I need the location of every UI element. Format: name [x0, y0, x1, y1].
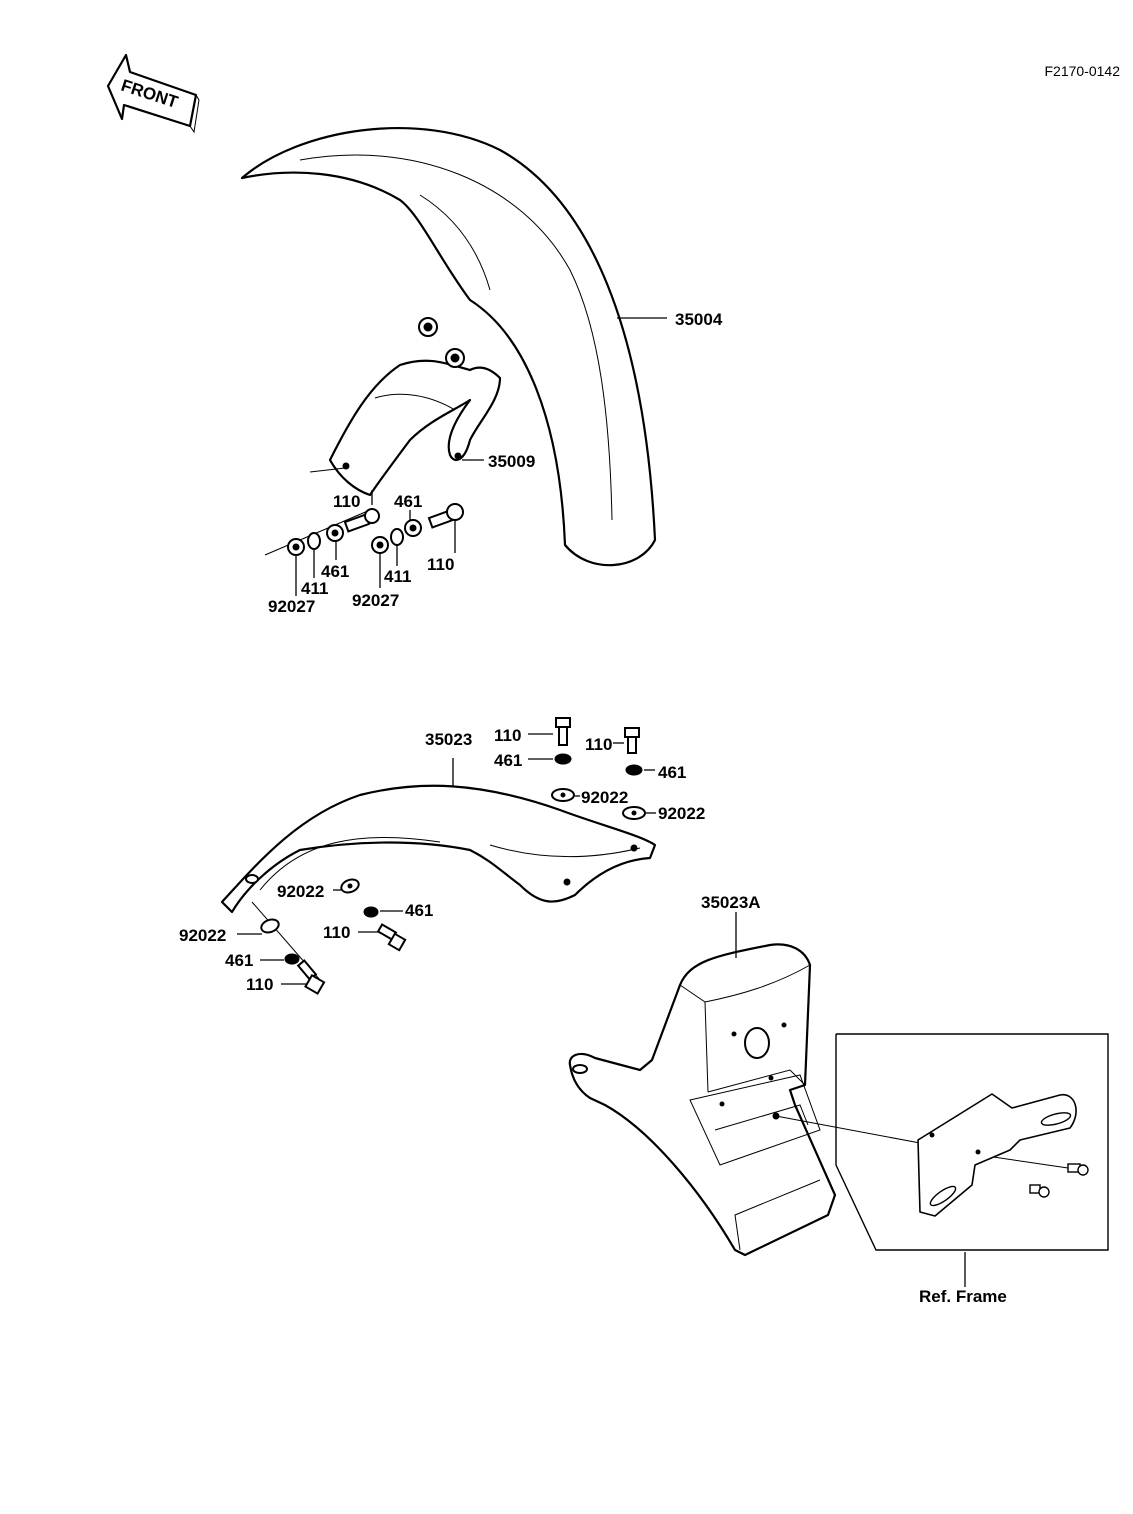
part-label-110-left: 110 — [333, 492, 360, 511]
alignment-line — [264, 509, 371, 556]
alignment-line — [309, 467, 346, 473]
part-label-92027-left: 92027 — [268, 597, 315, 616]
part-label-461-low: 461 — [225, 951, 253, 970]
part-label-411-left: 411 — [301, 579, 328, 598]
part-label-110-right: 110 — [427, 555, 454, 574]
part-label-110-top2: 110 — [585, 735, 612, 754]
front-left-hardware — [287, 508, 380, 556]
part-label-461-top1: 461 — [494, 751, 522, 770]
part-label-35009: 35009 — [488, 452, 535, 471]
part-label-92022-low: 92022 — [179, 926, 226, 945]
part-label-92027-right: 92027 — [352, 591, 399, 610]
part-label-35004: 35004 — [675, 310, 723, 329]
part-label-461-top2: 461 — [658, 763, 686, 782]
part-label-461-mid: 461 — [405, 901, 433, 920]
front-right-hardware — [371, 503, 464, 554]
part-label-461-right: 461 — [394, 492, 422, 511]
rear-fender — [220, 784, 657, 914]
ref-frame-inset — [775, 1033, 1109, 1251]
figure-code: F2170-0142 — [1044, 63, 1120, 79]
part-label-92022-top2: 92022 — [658, 804, 705, 823]
ref-frame-label: Ref. Frame — [919, 1287, 1007, 1306]
front-direction-arrow: FRONT — [106, 53, 200, 134]
part-label-35023A: 35023A — [701, 893, 761, 912]
rear-low-hardware — [251, 901, 326, 995]
part-label-110-top1: 110 — [494, 726, 521, 745]
part-label-110-low: 110 — [246, 975, 273, 994]
rear-mid-hardware — [340, 878, 407, 952]
part-label-35023: 35023 — [425, 730, 472, 749]
part-label-461-left: 461 — [321, 562, 349, 581]
part-label-110-mid: 110 — [323, 923, 350, 942]
rear-top-hardware — [551, 717, 646, 820]
part-label-92022-top1: 92022 — [581, 788, 628, 807]
rear-flap — [568, 943, 837, 1257]
fender-stay-bracket — [328, 317, 502, 497]
part-label-92022-mid: 92022 — [277, 882, 324, 901]
part-label-411-right: 411 — [384, 567, 411, 586]
front-fender — [240, 127, 657, 567]
